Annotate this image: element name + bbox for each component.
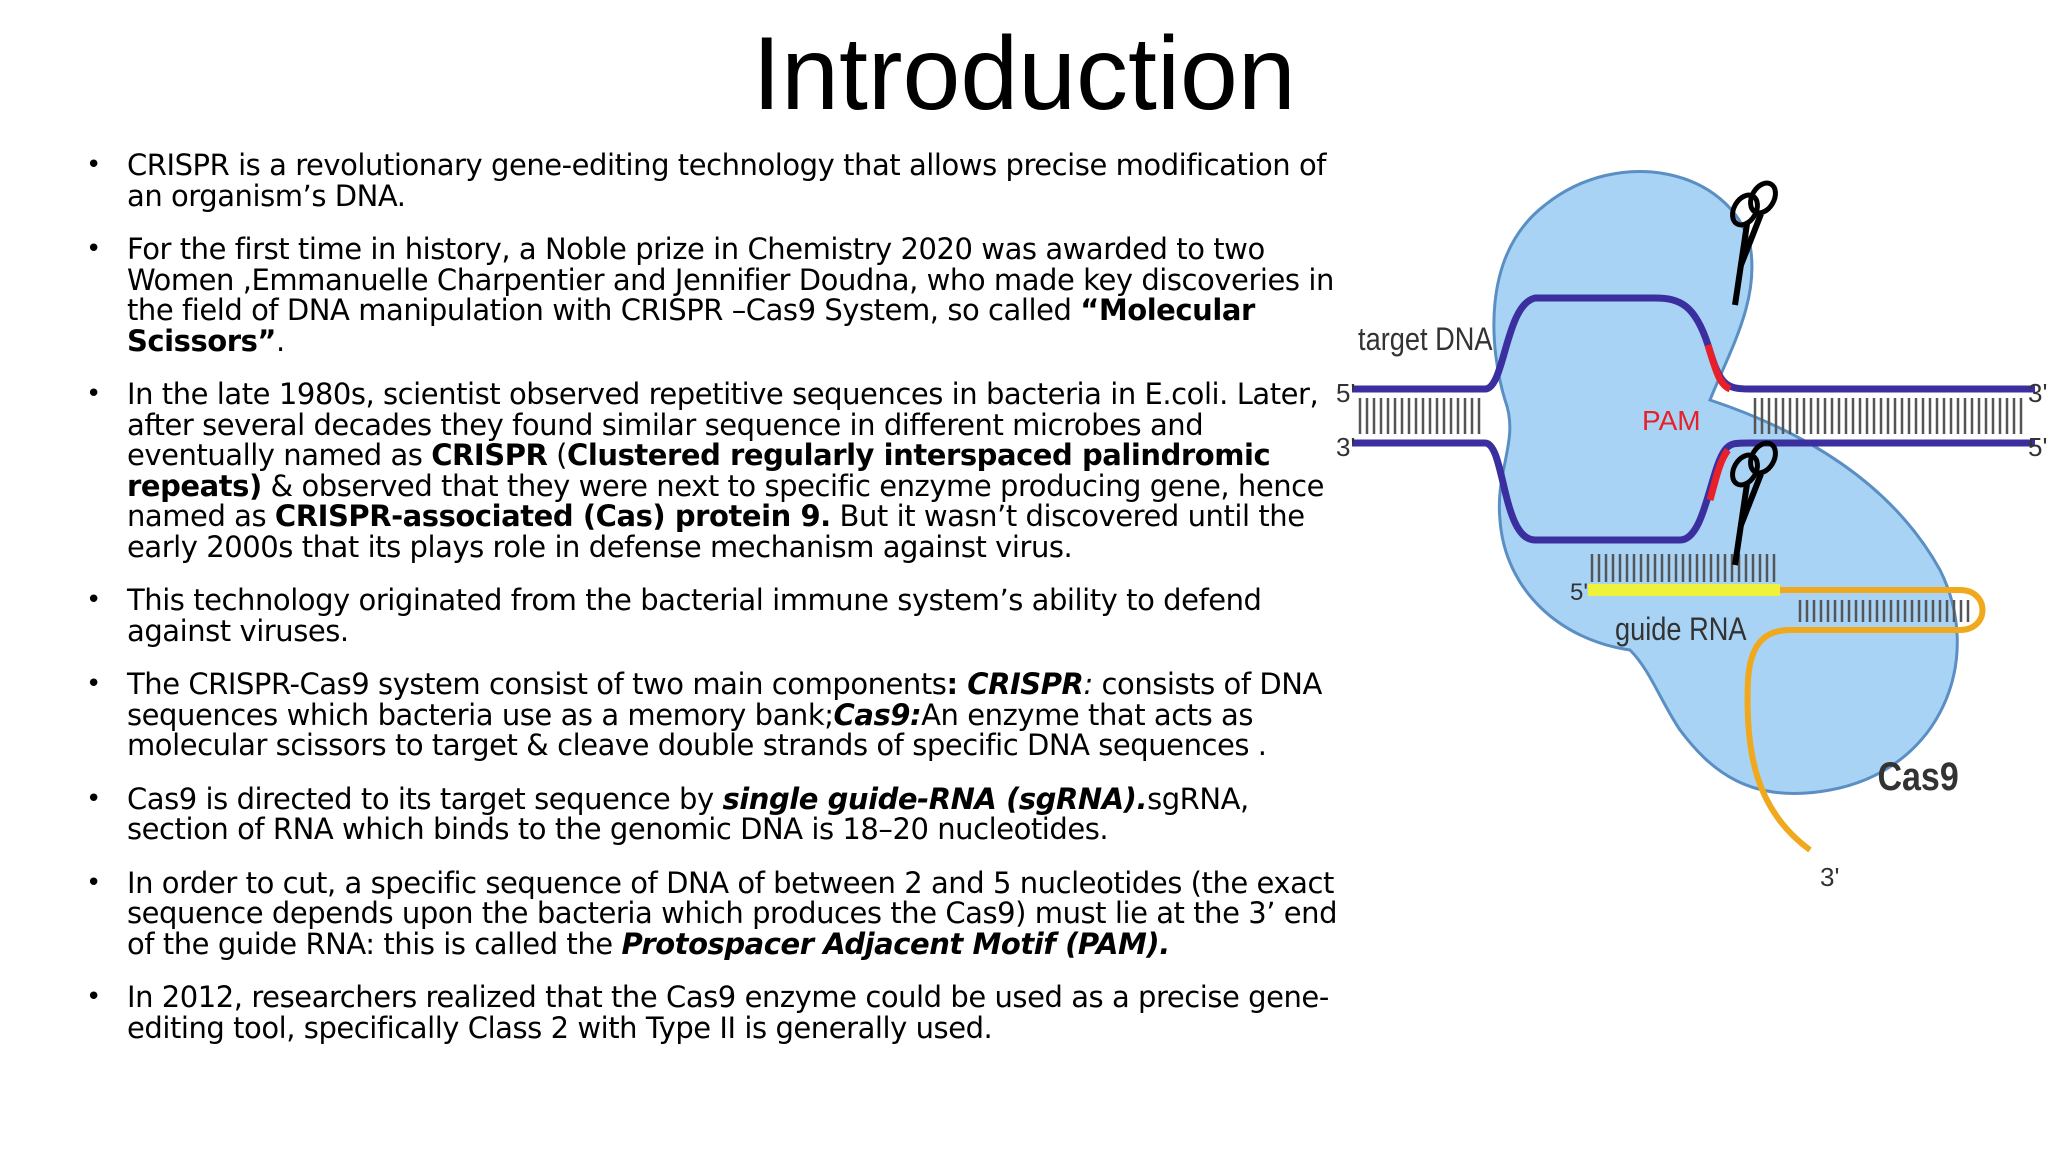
bullet-text-segment: “Molecular Scissors” (127, 293, 1255, 358)
bullet-item: • This technology originated from the bac… (86, 585, 1346, 646)
bullet-text-segment: ( (547, 438, 568, 472)
slide-title: Introduction (752, 16, 1296, 132)
cas9-protein-shape (1492, 170, 1959, 795)
bullet-dot: • (86, 585, 101, 615)
dna-left-rungs (1358, 398, 1481, 434)
bullet-text-segment: CRISPR is a revolutionary gene-editing t… (127, 148, 1327, 213)
bullet-text-segment: Cas9: (833, 697, 922, 732)
bullet-text-segment: The CRISPR-Cas9 system consist of two ma… (127, 667, 947, 701)
bullet-text-segment: For the first time in history, a Noble p… (127, 232, 1334, 327)
bullet-dot: • (86, 669, 101, 699)
crispr-cas9-diagram: target DNA 5' 3' 3' 5' PAM 5' guide RNA … (1336, 170, 2047, 892)
bullet-text-segment: Clustered regularly interspaced palindro… (127, 438, 1271, 503)
bullet-item: • CRISPR is a revolutionary gene-editing … (86, 150, 1346, 211)
bullet-text-segment: In order to cut, a specific sequence of … (127, 865, 1338, 961)
bullet-text-segment: CRISPR-associated (Cas) protein 9. (274, 499, 831, 533)
bullet-text-segment: In the late 1980s, scientist observed re… (127, 377, 1319, 472)
label-guide-rna: guide RNA (1615, 612, 1747, 648)
bullet-text-segment: . (276, 323, 285, 358)
label-5prime-guide: 5' (1570, 579, 1588, 606)
bullet-text-segment: & observed that they were next to specif… (127, 468, 1325, 533)
label-3prime-tail: 3' (1820, 862, 1839, 892)
bullet-dot: • (86, 867, 101, 898)
scissors-top-icon (1730, 180, 1778, 306)
bullet-dot: • (86, 982, 101, 1012)
label-3prime-right: 3' (2028, 378, 2047, 408)
bullet-text-segment: But it wasn’t discovered until the early… (127, 499, 1305, 564)
label-cas9: Cas9 (1878, 753, 1959, 798)
rna-scaffold-tail (1744, 587, 1986, 853)
bullet-text-segment: CRISPR (967, 667, 1084, 701)
bullet-text-segment: single guide-RNA (sgRNA). (722, 781, 1148, 816)
bullet-text-segment: sgRNA, section of RNA which binds to the… (127, 781, 1249, 846)
dna-bottom-strand (1352, 439, 2035, 544)
label-target-dna: target DNA (1358, 322, 1493, 358)
bullet-text-segment: In 2012, researchers realized that the C… (127, 980, 1329, 1045)
bullet-list: • CRISPR is a revolutionary gene-editing … (86, 150, 1346, 1066)
bullet-dot: • (86, 234, 101, 264)
bullet-item: • The CRISPR-Cas9 system consist of two m… (86, 669, 1346, 761)
bullet-item: • In the late 1980s, scientist observed r… (86, 379, 1346, 562)
bullet-text-segment: Cas9 is directed to its target sequence … (127, 781, 723, 816)
bullet-text-segment: An enzyme that acts as molecular scissor… (127, 697, 1267, 762)
bullet-text-segment: : (946, 667, 968, 701)
dna-right-rungs (1753, 398, 2023, 434)
pam-bottom-segment (1706, 447, 1731, 501)
bullet-text-segment: consists of DNA sequences which bacteria… (127, 667, 1322, 732)
bullet-text-segment: CRISPR (431, 438, 548, 472)
bullet-item: • In 2012, researchers realized that the … (86, 982, 1346, 1043)
bullet-dot: • (86, 379, 101, 409)
label-5prime-right: 5' (2028, 432, 2047, 462)
label-5prime-left: 5' (1336, 378, 1355, 408)
scissors-bottom-icon (1730, 440, 1778, 566)
bullet-text-segment: Protospacer Adjacent Motif (PAM). (621, 926, 1170, 961)
bullet-text-segment: This technology originated from the bact… (127, 583, 1262, 648)
bullet-dot: • (86, 783, 101, 814)
bullet-text-segment: : (1083, 667, 1093, 701)
label-pam: PAM (1642, 405, 1701, 436)
bullet-item: • For the first time in history, a Noble … (86, 234, 1346, 356)
bullet-dot: • (86, 150, 101, 180)
rna-hairpin-rungs (1798, 600, 1970, 622)
label-3prime-left: 3' (1336, 432, 1355, 462)
pam-top-segment (1704, 344, 1732, 393)
bullet-item: • Cas9 is directed to its target sequence… (86, 781, 1346, 846)
dna-guide-rungs (1590, 554, 1776, 582)
bullet-item: • In order to cut, a specific sequence of… (86, 865, 1346, 961)
